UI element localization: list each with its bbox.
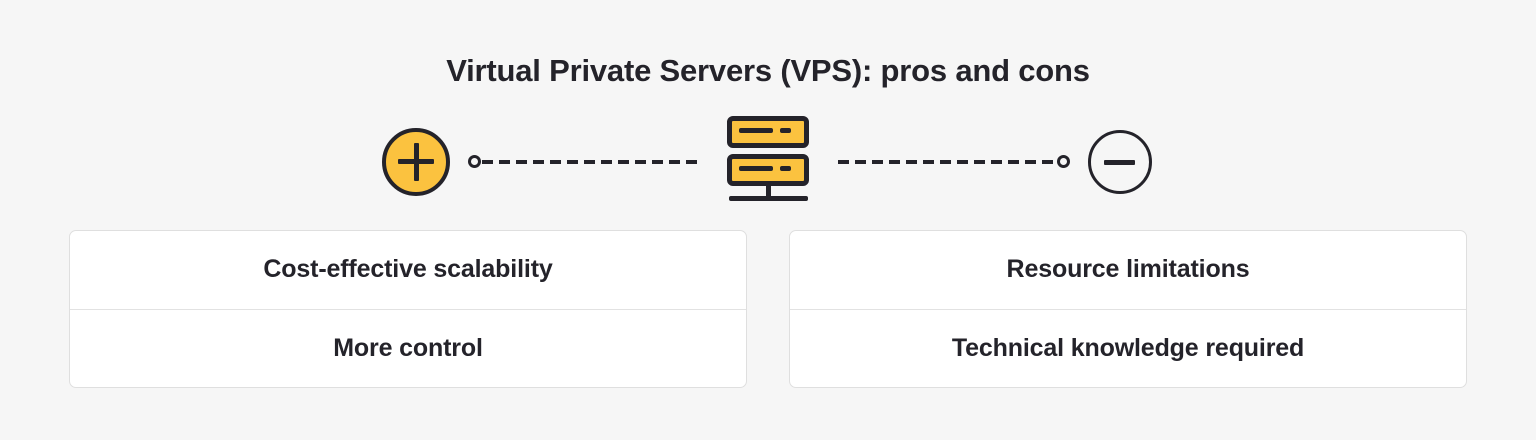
list-item: Technical knowledge required [790,308,1466,388]
connector-dashes-left [482,160,703,164]
pros-card: Cost-effective scalability More control [69,230,747,388]
diagram-connector-row [0,126,1536,206]
server-icon-indicator-short-upper [780,128,791,133]
plus-icon [382,128,450,196]
connector-endpoint-ring-left [468,155,481,168]
server-icon-rack-lower [727,154,809,186]
page-title: Virtual Private Servers (VPS): pros and … [446,53,1090,88]
connector-dashes-right [838,160,1056,164]
list-item: More control [70,308,746,388]
server-icon-indicator-short-lower [780,166,791,171]
server-icon-indicator-long-upper [739,128,773,133]
server-icon-rack-upper [727,116,809,148]
list-item: Cost-effective scalability [263,255,553,284]
server-icon-indicator-long-lower [739,166,773,171]
list-item: Resource limitations [1006,255,1250,284]
cons-card: Resource limitations Technical knowledge… [789,230,1467,388]
connector-line-cons [838,155,1070,169]
server-icon-stand-base [729,196,808,201]
connector-line-pros [468,155,703,169]
minus-icon [1088,130,1152,194]
plus-icon-vertical-bar [413,143,419,181]
connector-endpoint-ring-right [1057,155,1070,168]
server-icon [725,116,811,202]
minus-icon-horizontal-bar [1104,160,1135,165]
server-icon-stand-stem [766,186,771,197]
